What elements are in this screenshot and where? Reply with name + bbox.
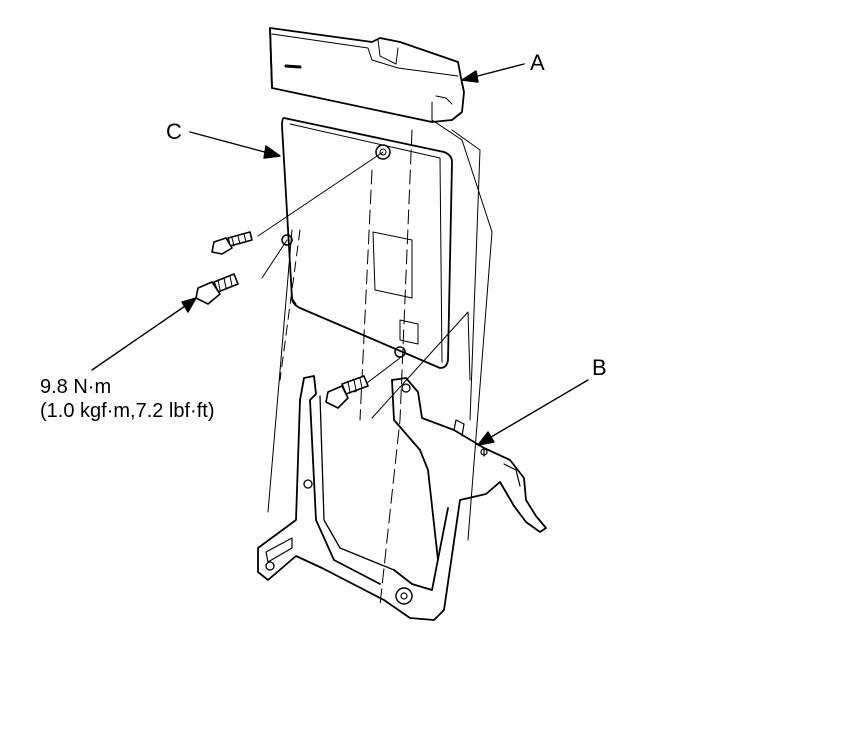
bolt-lower [195,273,239,305]
bolt-upper [211,231,253,255]
bolt-bracket [325,375,369,409]
leader-c [189,131,281,159]
callout-b-label: B [592,355,607,380]
part-a-cover [269,27,465,123]
leader-torque [91,297,197,371]
callout-c-label: C [166,119,182,144]
leader-b [477,379,589,446]
torque-value: 9.8 N·m [40,376,112,398]
callout-a-label: A [530,50,545,75]
part-b-bracket [257,375,547,621]
torque-value-units: (1.0 kgf·m,7.2 lbf·ft) [40,400,215,422]
leader-a [461,63,525,83]
part-c-ecm [281,117,453,369]
